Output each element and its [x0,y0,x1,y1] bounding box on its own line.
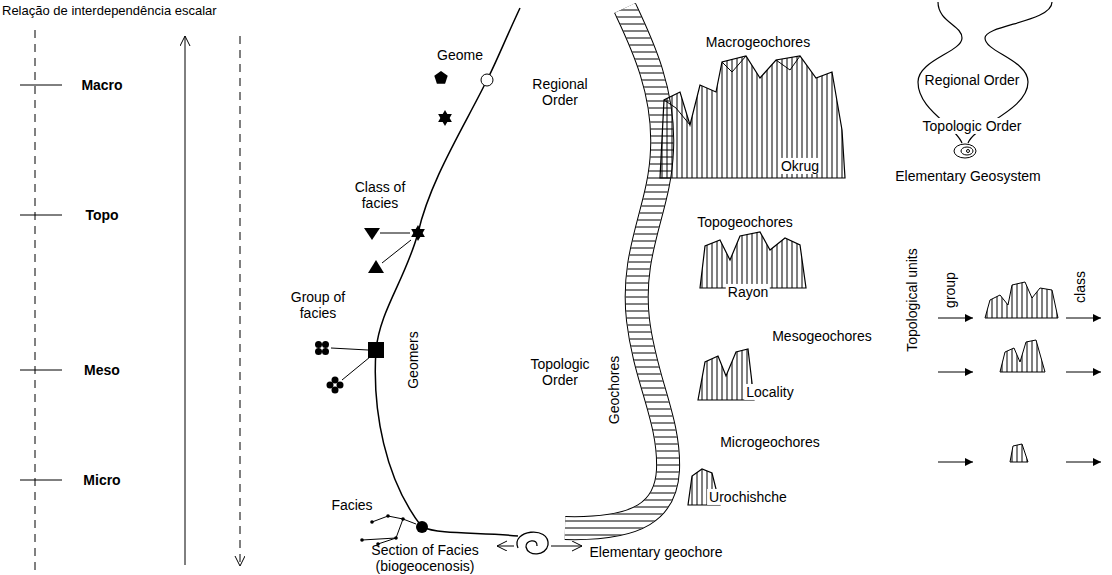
axis-label: group [942,272,958,308]
geomer-label: Facies [331,497,372,513]
axis-label: Topological units [904,248,920,352]
order-label: Topologic Order [521,356,599,388]
geochore-unit: Rayon [726,284,770,300]
geochore-unit: Okrug [779,158,821,174]
geochore-unit: Locality [744,384,795,400]
scale-level: Meso [84,362,120,378]
scale-level: Topo [85,207,118,223]
geochore-unit: Urochishche [707,489,789,505]
geochore-label: Topogeochores [697,214,793,230]
axis-label: class [1072,271,1088,303]
order-label: Topologic Order [921,118,1024,134]
geomer-label: Class of facies [344,179,416,211]
geochore-label: Elementary geochore [589,544,722,560]
geomer-label: Group of facies [281,289,355,321]
geochore-label: Macrogeochores [706,34,810,50]
axis-label: Geochores [606,356,622,424]
geosystem-label: Elementary Geosystem [895,168,1041,184]
geochore-label: Mesogeochores [772,328,872,344]
axis-title: Relação de interdependência escalar [2,4,217,19]
order-label: Regional Order [524,76,596,108]
geomer-label: Geome [437,47,483,63]
scale-level: Macro [81,77,122,93]
axis-label: Geomers [405,331,421,389]
geochore-label: Microgeochores [720,434,820,450]
geomer-label: Section of Facies (biogeocenosis) [363,542,488,574]
scale-level: Micro [83,472,120,488]
order-label: Regional Order [925,72,1020,88]
